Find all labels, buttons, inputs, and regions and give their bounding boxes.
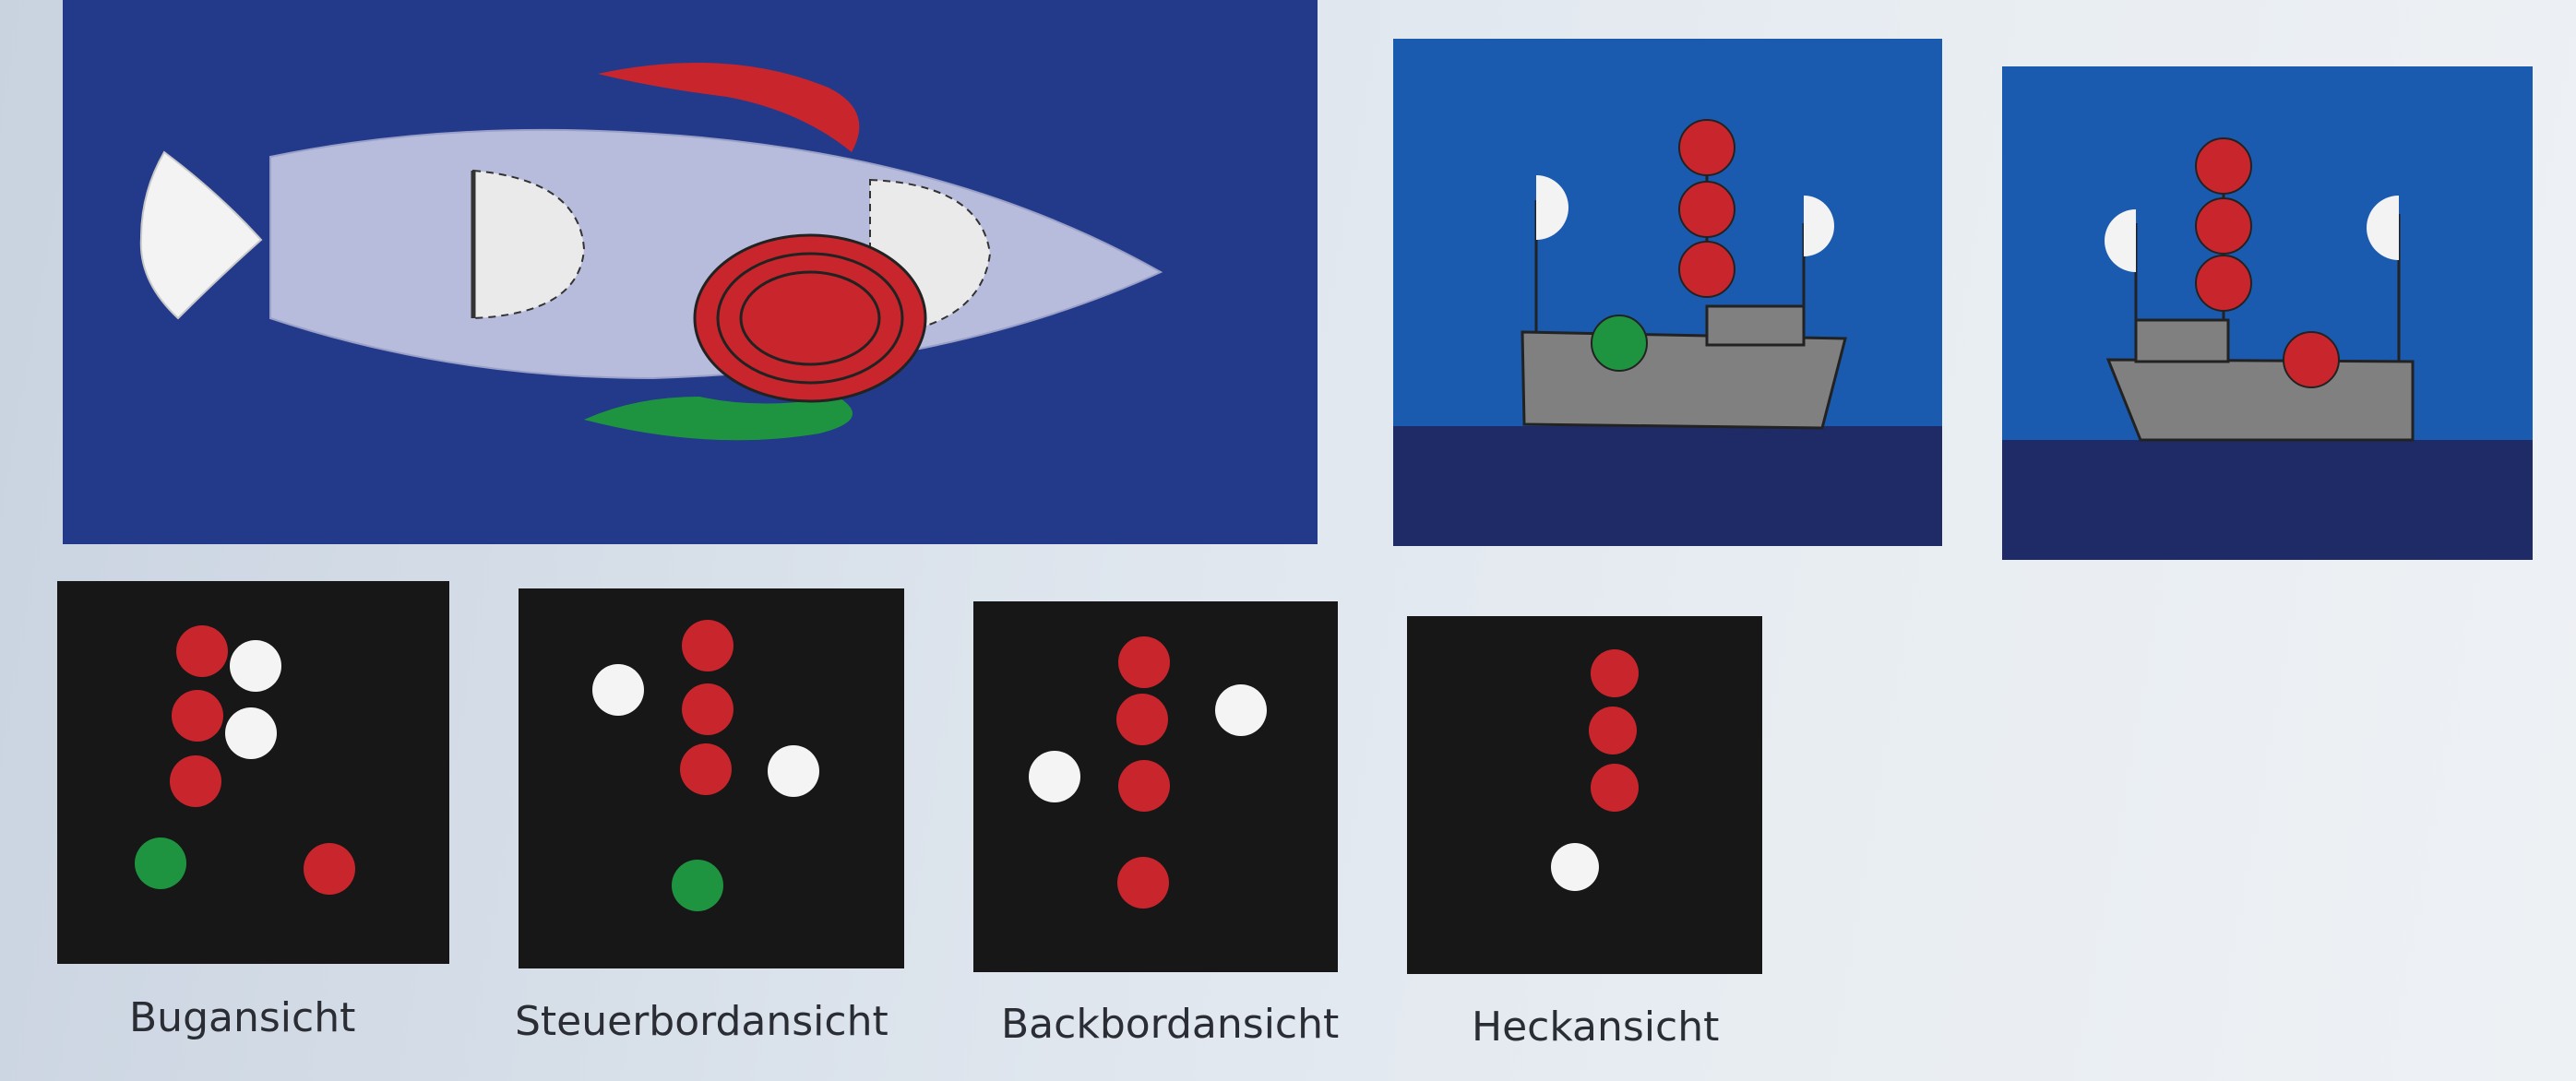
starboard-night-panel [519, 588, 904, 968]
white-light-upper [230, 640, 281, 692]
ship-port-side-illustration [2002, 66, 2533, 560]
green-sidelight [1591, 315, 1648, 372]
stern-night-view [1407, 616, 1762, 974]
vessel-top-view-illustration [63, 0, 1318, 544]
stern-white-light [139, 150, 263, 320]
aft-masthead-light [1804, 196, 1834, 256]
port-night-panel [973, 601, 1338, 972]
red-light-middle [1589, 707, 1637, 754]
red-sidelight [304, 843, 355, 895]
forward-masthead-light [472, 169, 586, 320]
green-sidelight [672, 860, 723, 911]
hull [1521, 330, 1847, 430]
forward-masthead-light [1215, 684, 1267, 736]
starboard-ship-panel [1393, 39, 1942, 546]
port-night-view [973, 601, 1338, 972]
forward-masthead-light [2367, 196, 2399, 260]
red-light-top [1591, 649, 1639, 697]
port-red-sector [598, 63, 860, 152]
red-light-middle [1116, 694, 1168, 745]
bow-night-view [57, 581, 449, 964]
starboard-green-sector [584, 397, 853, 441]
red-light-bottom [1118, 760, 1170, 812]
bow-night-panel [57, 581, 449, 964]
red-sidelight [2283, 331, 2340, 388]
red-light-bottom [680, 743, 732, 795]
red-light-middle [2195, 197, 2252, 255]
forward-masthead-light [592, 664, 644, 716]
superstructure [2134, 318, 2230, 363]
top-view-panel [63, 0, 1318, 544]
hull [2105, 358, 2415, 442]
caption-bow: Bugansicht [129, 994, 356, 1041]
red-all-round-lights [693, 233, 927, 403]
aft-masthead-light [2105, 209, 2136, 272]
red-light-bottom [170, 755, 221, 807]
red-light-top [2195, 137, 2252, 195]
stern-night-panel [1407, 616, 1762, 974]
caption-port: Backbordansicht [1001, 1001, 1340, 1048]
stern-white-light [1551, 843, 1599, 891]
port-ship-panel [2002, 66, 2533, 560]
white-light-lower [225, 707, 277, 759]
aft-masthead-light [1029, 751, 1080, 802]
caption-stern: Heckansicht [1472, 1004, 1720, 1051]
red-sidelight [1117, 857, 1169, 909]
red-light-top [176, 625, 228, 677]
green-sidelight [135, 837, 186, 889]
forward-masthead-light [1536, 175, 1568, 240]
red-light-middle [172, 690, 223, 742]
red-light-top [1678, 119, 1735, 176]
red-light-bottom [1591, 764, 1639, 812]
superstructure [1705, 304, 1806, 347]
starboard-night-view [519, 588, 904, 968]
red-light-top [1118, 636, 1170, 688]
red-light-bottom [1678, 241, 1735, 298]
red-light-top [682, 620, 733, 671]
aft-masthead-light [768, 745, 819, 797]
red-light-bottom [2195, 255, 2252, 312]
red-light-middle [1678, 181, 1735, 238]
red-light-middle [682, 683, 733, 735]
caption-starboard: Steuerbordansicht [515, 998, 888, 1045]
ship-starboard-side-illustration [1393, 39, 1942, 546]
